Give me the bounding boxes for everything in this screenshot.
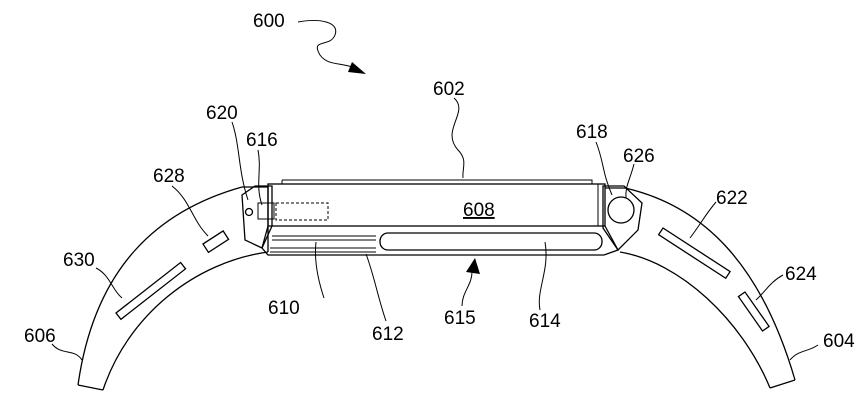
label-628: 628 (153, 166, 185, 187)
label-622: 622 (716, 188, 748, 209)
reference-labels: 600 602 620 616 618 626 628 622 608 630 … (24, 11, 855, 352)
label-610: 610 (268, 298, 300, 319)
label-616: 616 (246, 130, 278, 151)
label-624: 624 (785, 264, 817, 285)
label-614: 614 (529, 311, 561, 332)
label-604: 604 (823, 331, 855, 352)
slot-614 (379, 232, 603, 251)
label-630: 630 (63, 250, 95, 271)
sensor-628 (202, 230, 230, 254)
label-615: 615 (444, 308, 476, 329)
leader-lines (51, 20, 819, 361)
crown-626 (607, 196, 635, 224)
label-602: 602 (433, 79, 465, 100)
slot-622 (657, 227, 731, 280)
left-band (77, 186, 269, 391)
label-612: 612 (372, 324, 404, 345)
band-features (115, 227, 770, 332)
right-lug (602, 185, 643, 252)
label-626: 626 (623, 146, 655, 167)
button-616 (257, 202, 275, 220)
label-600: 600 (253, 11, 285, 32)
watch-body (257, 179, 619, 256)
component-616 (275, 202, 329, 221)
label-606: 606 (24, 326, 56, 347)
right-band (605, 187, 796, 389)
pin-620 (244, 207, 254, 217)
slot-624 (737, 291, 770, 332)
slot-630 (115, 261, 187, 321)
label-618: 618 (576, 122, 608, 143)
label-620: 620 (206, 103, 238, 124)
label-608: 608 (463, 200, 495, 221)
